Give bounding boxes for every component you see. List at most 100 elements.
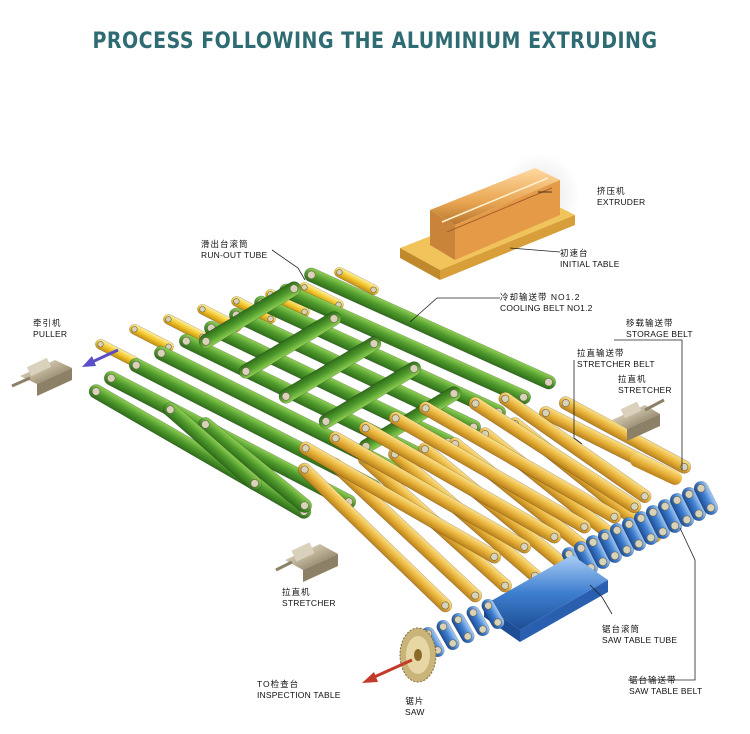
label-cooling-belt-en: COOLING BELT NO1.2 bbox=[500, 303, 593, 313]
stretcher-belt-13-body bbox=[358, 421, 562, 544]
stretcher-machine-right bbox=[612, 398, 665, 441]
label-stretcher-right-en: STRETCHER bbox=[618, 385, 672, 395]
saw-table-belt-tube-3-roller-b bbox=[598, 557, 608, 566]
stretcher-belt-1 bbox=[297, 462, 453, 613]
run-out-tube-1-body bbox=[334, 266, 379, 296]
stretcher-belts bbox=[297, 391, 692, 613]
saw-infeed-tube-5-roller-b bbox=[493, 618, 502, 627]
saw-table-belt-tube-4-roller-b bbox=[610, 551, 620, 560]
cooling-belt-11 bbox=[198, 281, 302, 349]
storage-belt-end bbox=[629, 453, 683, 485]
saw-table-belt-tube-6-roller-b bbox=[634, 539, 644, 548]
saw-table-belt-tube-10-roller-b bbox=[682, 515, 692, 524]
stretcher-belt-11-body bbox=[418, 401, 622, 524]
stretcher-belt-11-roller-b bbox=[610, 512, 619, 521]
saw-table-belt-tube-8-roller-b bbox=[658, 527, 668, 536]
cooling-belt-17-body bbox=[162, 402, 263, 491]
label-stretcher-left-en: STRETCHER bbox=[282, 598, 336, 608]
cooling-belt-11-body bbox=[198, 281, 302, 349]
saw-table-belt-tube-12-roller-a bbox=[696, 484, 706, 493]
cooling-belt-1-roller-a bbox=[307, 270, 316, 280]
saw-table-belt-tube-7-roller-b bbox=[646, 533, 656, 542]
run-out-tube-8-roller-a bbox=[97, 341, 104, 348]
cooling-belt-14-roller-b bbox=[321, 417, 331, 426]
run-out-tube-7-body bbox=[129, 323, 174, 353]
saw-table-belt-tube-9-roller-a bbox=[660, 502, 670, 511]
saw-table-belt-tube-11-roller-a bbox=[684, 490, 694, 499]
label-stretcher-right-zh: 拉直机 bbox=[618, 374, 647, 384]
cooling-belt-16-roller-b bbox=[300, 501, 309, 510]
label-saw-table-belt: 锯台输送带 SAW TABLE BELT bbox=[629, 675, 702, 697]
run-out-tube-7-roller-a bbox=[131, 326, 138, 333]
cooling-belt-13-roller-b bbox=[281, 392, 291, 401]
saw-table-belt-tube-8-roller-a bbox=[648, 508, 658, 517]
stretcher-belt-11 bbox=[418, 401, 622, 524]
label-inspection-table: TO检查台 INSPECTION TABLE bbox=[257, 679, 341, 701]
stretcher-belt-10-roller-b bbox=[680, 462, 689, 471]
cooling-belt-16-body bbox=[198, 417, 312, 513]
stretcher-belt-1-body bbox=[297, 462, 453, 613]
cooling-belt-12 bbox=[238, 311, 342, 379]
cooling-belt-1 bbox=[304, 267, 556, 390]
saw-table-belt-tube-6 bbox=[621, 516, 647, 552]
cooling-belt-14-body bbox=[318, 361, 422, 429]
stretcher-belt-5-roller-a bbox=[421, 445, 429, 454]
cooling-belt-13-roller-a bbox=[369, 339, 379, 348]
label-puller-zh: 牵引机 bbox=[33, 318, 62, 328]
saw-table-belt-tube-5-roller-b bbox=[622, 545, 632, 554]
saw-infeed-tube-2-roller-a bbox=[439, 622, 448, 631]
label-inspection-table-zh: TO检查台 bbox=[257, 679, 300, 689]
saw-table-tube bbox=[484, 555, 608, 642]
stretcher-belt-2-roller-b bbox=[471, 591, 480, 600]
saw-infeed-tube-2 bbox=[436, 619, 460, 651]
stretcher-belt-14-roller-a bbox=[331, 434, 340, 443]
label-run-out-tube-zh: 滑出台滚筒 bbox=[201, 239, 249, 249]
cooling-belt-1-body bbox=[304, 267, 556, 390]
saw-table-belt-tube-9-roller-b bbox=[670, 521, 680, 530]
stretcher-belt-12-roller-b bbox=[580, 522, 589, 531]
stretcher-belt-16-body bbox=[498, 391, 652, 504]
saw-table-belt-tube-11 bbox=[681, 486, 707, 522]
label-extruder: 挤压机 EXTRUDER bbox=[597, 186, 645, 208]
label-run-out-tube: 滑出台滚筒 RUN-OUT TUBE bbox=[201, 239, 267, 261]
page-title: PROCESS FOLLOWING THE ALUMINIUM EXTRUDIN… bbox=[92, 28, 658, 54]
stretcher-belt-12-body bbox=[388, 411, 592, 534]
saw-table-belt-tube-4 bbox=[597, 528, 623, 564]
stretcher-belt-11-roller-a bbox=[421, 404, 430, 413]
label-inspection-table-en: INSPECTION TABLE bbox=[257, 690, 341, 700]
label-initial-table-zh: 初速台 bbox=[560, 248, 589, 258]
label-saw-table-tube-zh: 锯台滚筒 bbox=[602, 624, 641, 634]
saw-infeed-tubes bbox=[421, 598, 505, 658]
stretcher-belt-16-roller-a bbox=[501, 394, 510, 403]
saw-infeed-tube-4-roller-a bbox=[469, 608, 478, 617]
stretcher-belt-15-roller-b bbox=[490, 552, 499, 561]
stretcher-belt-15 bbox=[298, 441, 502, 564]
stretcher-belt-14-roller-b bbox=[520, 542, 529, 551]
cooling-belt-14-roller-a bbox=[409, 364, 419, 373]
saw-table-belt-tubes bbox=[561, 480, 719, 582]
cooling-belt-2-body bbox=[279, 283, 531, 405]
run-out-tube-4-roller-b bbox=[267, 315, 274, 322]
cooling-belt-16-roller-a bbox=[201, 420, 210, 429]
saw-table-belt-tube-3-roller-a bbox=[588, 538, 598, 547]
saw-infeed-tube-5-roller-a bbox=[484, 601, 493, 610]
label-initial-table: 初速台 INITIAL TABLE bbox=[560, 248, 620, 270]
saw-infeed-tube-5 bbox=[481, 598, 505, 630]
saw-infeed-tube-3 bbox=[451, 612, 475, 644]
label-initial-table-en: INITIAL TABLE bbox=[560, 259, 620, 269]
run-out-tube-1-roller-b bbox=[370, 286, 377, 293]
label-saw-en: SAW bbox=[405, 707, 425, 717]
saw-infeed-tube-2-roller-b bbox=[448, 639, 457, 648]
label-cooling-belt: 冷却输送带 NO1.2 COOLING BELT NO1.2 bbox=[500, 292, 593, 314]
cooling-belt-7-roller-a bbox=[157, 348, 166, 358]
arrow-to-inspection bbox=[362, 658, 413, 683]
saw-infeed-tube-3-roller-b bbox=[463, 632, 472, 641]
cooling-belt-1-roller-b bbox=[544, 377, 553, 387]
saw-table-belt-tube-7 bbox=[633, 510, 659, 546]
cooling-belt-17-roller-a bbox=[166, 405, 175, 414]
label-extruder-en: EXTRUDER bbox=[597, 197, 646, 207]
cooling-belt-13-body bbox=[278, 336, 382, 404]
stretcher-belt-15-body bbox=[298, 441, 502, 564]
saw-table-belt-tube-7-roller-a bbox=[636, 514, 646, 523]
